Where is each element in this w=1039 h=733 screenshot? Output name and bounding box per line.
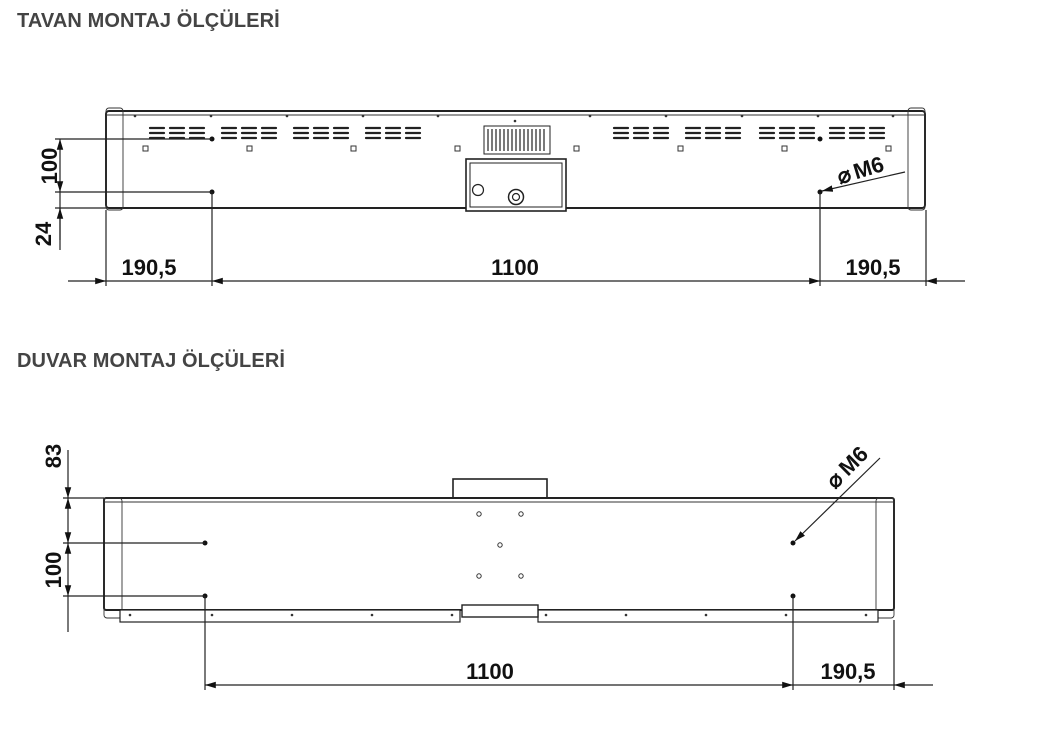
wall-dim-83: 83 [41, 444, 66, 468]
ceiling-dim-right: 190,5 [845, 255, 900, 280]
ceiling-dim-100: 100 [37, 148, 62, 185]
wall-bolt-label: M6 [834, 441, 873, 480]
wall-dim-100: 100 [41, 552, 66, 589]
wall-mount-heading: DUVAR MONTAJ ÖLÇÜLERİ [17, 350, 286, 372]
ceiling-mount-heading: TAVAN MONTAJ ÖLÇÜLERİ [17, 10, 280, 32]
wall-bolt-callout: ⌀ M6 [821, 441, 873, 493]
wall-unit-body [103, 497, 895, 623]
control-box [465, 158, 567, 212]
wall-dim-center: 1100 [466, 659, 514, 684]
wall-dim-right: 190,5 [820, 659, 875, 684]
ceiling-dim-24: 24 [31, 221, 56, 246]
wall-dimension-lines [63, 450, 933, 690]
center-grille [483, 125, 551, 155]
ceiling-dimension-lines [55, 138, 965, 286]
center-hole-pattern [476, 511, 524, 579]
ceiling-drawing: 100 24 190,5 1100 190,5 ⌀ M6 [31, 107, 965, 286]
small-square-markers [142, 145, 892, 152]
ceiling-dim-center: 1100 [491, 255, 539, 280]
wall-drawing: 83 100 1100 190,5 ⌀ M6 [41, 441, 933, 690]
vent-slots [148, 126, 886, 140]
ceiling-dim-left: 190,5 [121, 255, 176, 280]
top-bracket-tab [452, 478, 548, 500]
